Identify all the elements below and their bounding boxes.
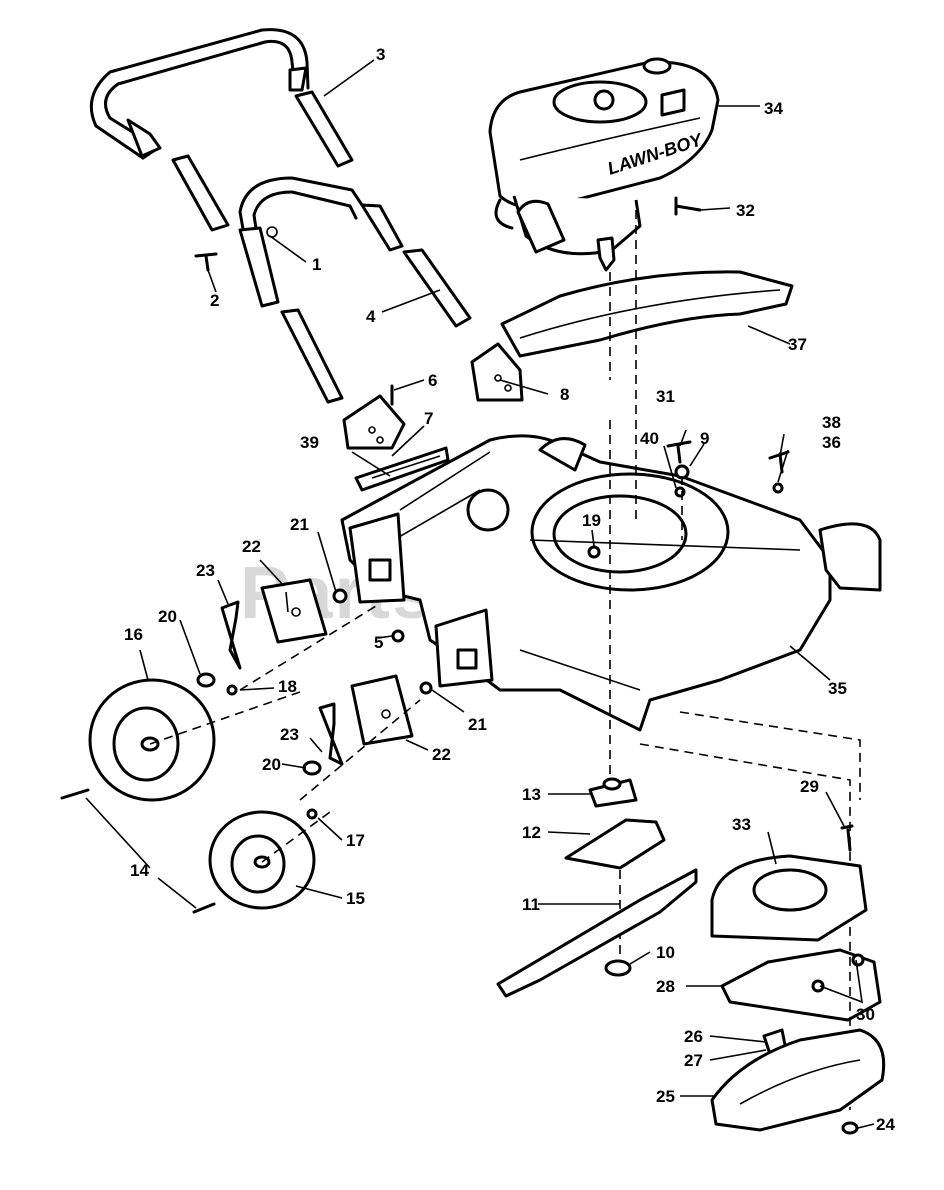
callout-35: 35: [828, 679, 847, 698]
engine: LAWN-BOY: [488, 57, 720, 272]
seal-28: [720, 948, 882, 1022]
wing-bolt-38: [768, 450, 790, 474]
callout-28: 28: [656, 977, 675, 996]
callout-33: 33: [732, 815, 751, 834]
blade-11: [496, 868, 698, 998]
bagger-33: [710, 854, 868, 942]
washer-10: [604, 959, 632, 977]
handle-bracket-7: [342, 384, 406, 450]
callout-9: 9: [700, 429, 709, 448]
bolt-14-b: [192, 902, 216, 914]
callout-36: 36: [822, 433, 841, 452]
part-30-b: [851, 953, 865, 967]
bolt-20-upper: [196, 672, 216, 688]
part-19: [587, 545, 601, 559]
lower-handle: [238, 176, 472, 404]
washer-18: [226, 684, 238, 696]
callout-19: 19: [582, 511, 601, 530]
callout-4: 4: [366, 307, 376, 326]
callout-20-upper: 20: [158, 607, 177, 626]
callout-7: 7: [424, 409, 433, 428]
callout-14: 14: [130, 861, 149, 880]
bolt-29: [840, 824, 854, 852]
cover-25: [710, 1028, 886, 1132]
bolt-31: [666, 440, 692, 464]
callout-16: 16: [124, 625, 143, 644]
callout-1: 1: [312, 255, 321, 274]
callout-13: 13: [522, 785, 541, 804]
blade-adapter-13: [588, 777, 638, 808]
callout-31: 31: [656, 387, 675, 406]
wheel-16: [88, 678, 216, 802]
mower-deck: [340, 434, 882, 732]
callout-15: 15: [346, 889, 365, 908]
bolt-2: [194, 252, 218, 272]
callout-21-upper: 21: [290, 515, 309, 534]
callout-34: 34: [764, 99, 783, 118]
callout-12: 12: [522, 823, 541, 842]
bolt-14-a: [60, 788, 90, 800]
callout-23-upper: 23: [196, 561, 215, 580]
callout-24: 24: [876, 1115, 895, 1134]
callout-17: 17: [346, 831, 365, 850]
nut-24: [841, 1121, 859, 1135]
nut-5: [391, 629, 405, 643]
callout-18: 18: [278, 677, 297, 696]
callout-11: 11: [522, 895, 540, 914]
height-adjuster-22-lower: [350, 674, 414, 746]
callout-23-lower: 23: [280, 725, 299, 744]
part-30-a: [811, 979, 825, 993]
upper-handle: [89, 28, 354, 232]
callout-22-upper: 22: [242, 537, 261, 556]
callout-32: 32: [736, 201, 755, 220]
height-adjuster-22-upper: [260, 578, 328, 644]
callout-3: 3: [376, 45, 385, 64]
callout-29: 29: [800, 777, 819, 796]
blade-stiffener-12: [564, 818, 666, 870]
callout-30: 30: [856, 1005, 875, 1024]
callout-22-lower: 22: [432, 745, 451, 764]
washer-17: [306, 808, 318, 820]
lever-23-lower: [318, 702, 344, 766]
callout-6: 6: [428, 371, 437, 390]
callout-20-lower: 20: [262, 755, 281, 774]
callout-40: 40: [640, 429, 659, 448]
washer-36: [772, 482, 784, 494]
callout-39: 39: [300, 433, 319, 452]
baffle-37: [500, 270, 794, 358]
callout-2: 2: [210, 291, 219, 310]
callout-25: 25: [656, 1087, 675, 1106]
callout-8: 8: [560, 385, 569, 404]
callout-27: 27: [684, 1051, 703, 1070]
bolt-20-lower: [302, 760, 322, 776]
spacer-21-upper: [332, 588, 348, 604]
spacer-21-lower: [419, 681, 433, 695]
callout-21-lower: 21: [468, 715, 487, 734]
bolt-32: [674, 196, 702, 216]
wheel-15: [208, 810, 316, 910]
handle-bracket-8: [470, 342, 524, 402]
callout-10: 10: [656, 943, 675, 962]
decal-39: [354, 446, 450, 492]
callout-37: 37: [788, 335, 807, 354]
callout-26: 26: [684, 1027, 703, 1046]
callout-38: 38: [822, 413, 841, 432]
lever-23-upper: [220, 600, 242, 670]
callout-5: 5: [374, 633, 383, 652]
